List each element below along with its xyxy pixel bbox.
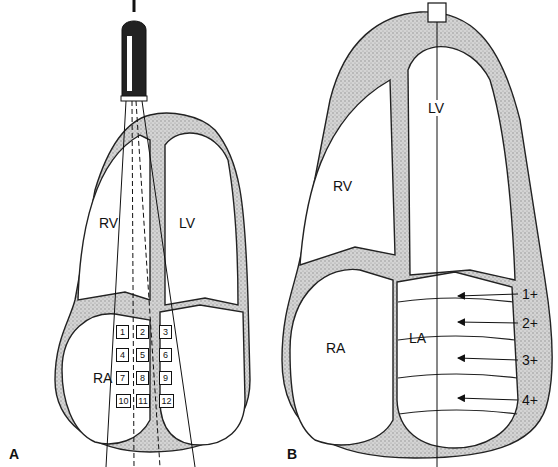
sample-box: 12 xyxy=(159,394,174,408)
grade-label: 2+ xyxy=(521,315,539,331)
sample-box: 6 xyxy=(159,348,172,362)
sample-box: 4 xyxy=(116,348,129,362)
sample-box: 10 xyxy=(116,394,131,408)
box-number: 1 xyxy=(120,327,125,337)
leader-arrows xyxy=(458,294,518,400)
box-number: 2 xyxy=(140,327,145,337)
heart-a xyxy=(55,113,250,452)
chamber-label: RA xyxy=(325,340,346,356)
sample-box: 9 xyxy=(159,371,172,385)
la-bands xyxy=(398,298,517,414)
box-number: 8 xyxy=(140,373,145,383)
sample-box: 8 xyxy=(136,371,149,385)
box-number: 5 xyxy=(140,350,145,360)
heart-b xyxy=(282,12,552,458)
grade-label: 4+ xyxy=(521,392,539,408)
chamber-label: LV xyxy=(178,215,196,231)
box-number: 3 xyxy=(163,327,168,337)
box-number: 11 xyxy=(138,396,147,406)
transducer-a xyxy=(121,0,147,101)
chamber-label: RV xyxy=(332,178,353,194)
sample-box: 3 xyxy=(159,325,172,339)
grade-label: 3+ xyxy=(521,352,539,368)
box-number: 9 xyxy=(163,373,168,383)
sample-box: 1 xyxy=(116,325,129,339)
sample-box: 2 xyxy=(136,325,149,339)
box-number: 10 xyxy=(118,396,128,406)
chamber-label: LV xyxy=(427,100,445,116)
box-number: 12 xyxy=(161,396,171,406)
panel-letter: B xyxy=(286,446,298,462)
sample-box: 7 xyxy=(116,371,129,385)
grade-label: 1+ xyxy=(521,286,539,302)
m-mode-beam xyxy=(428,3,446,467)
box-number: 7 xyxy=(120,373,125,383)
chamber-label: RV xyxy=(98,215,119,231)
box-number: 6 xyxy=(163,350,168,360)
sample-box: 11 xyxy=(136,394,150,408)
box-number: 4 xyxy=(120,350,125,360)
chamber-label: RA xyxy=(92,370,113,386)
ultrasound-beams xyxy=(106,101,195,467)
panel-letter: A xyxy=(8,446,20,462)
chamber-label: LA xyxy=(408,330,427,346)
sample-box: 5 xyxy=(136,348,149,362)
